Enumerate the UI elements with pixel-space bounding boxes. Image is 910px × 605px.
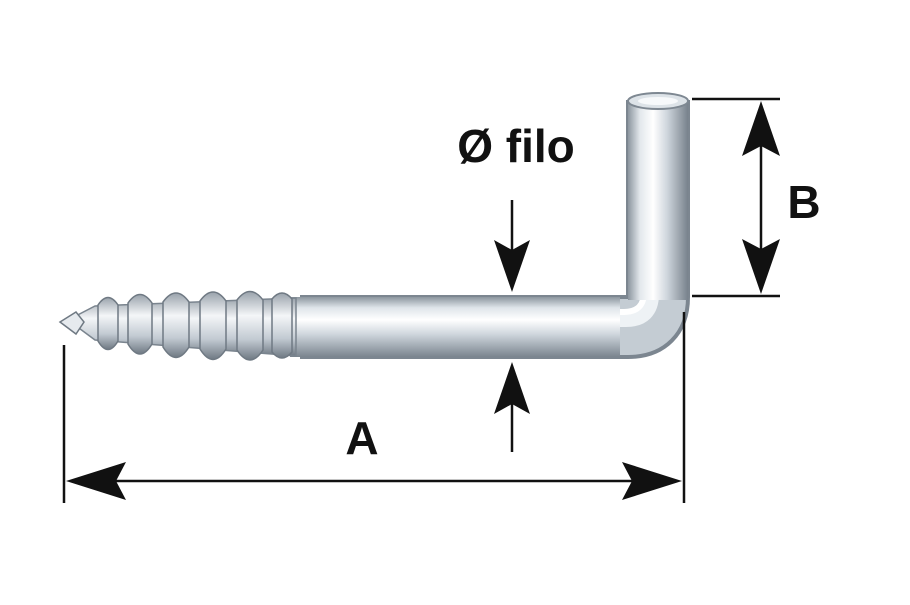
arrowhead-down	[494, 240, 530, 292]
arrowhead-top	[742, 101, 780, 156]
label-a: A	[345, 412, 378, 464]
dimension-wire-diameter: Ø filo	[457, 120, 575, 452]
arrowhead-bottom	[742, 239, 780, 294]
label-b: B	[787, 176, 820, 228]
screw-thread	[58, 290, 297, 361]
dimension-a: A	[62, 312, 686, 503]
arrowhead-right	[622, 462, 682, 500]
label-wire-diameter: Ø filo	[457, 120, 575, 172]
screw-hook	[58, 92, 690, 361]
dimension-b: B	[692, 97, 821, 298]
hook-leg	[628, 100, 688, 300]
arrowhead-left	[66, 462, 126, 500]
arrowhead-up	[494, 362, 530, 414]
hook-shank	[290, 297, 620, 357]
